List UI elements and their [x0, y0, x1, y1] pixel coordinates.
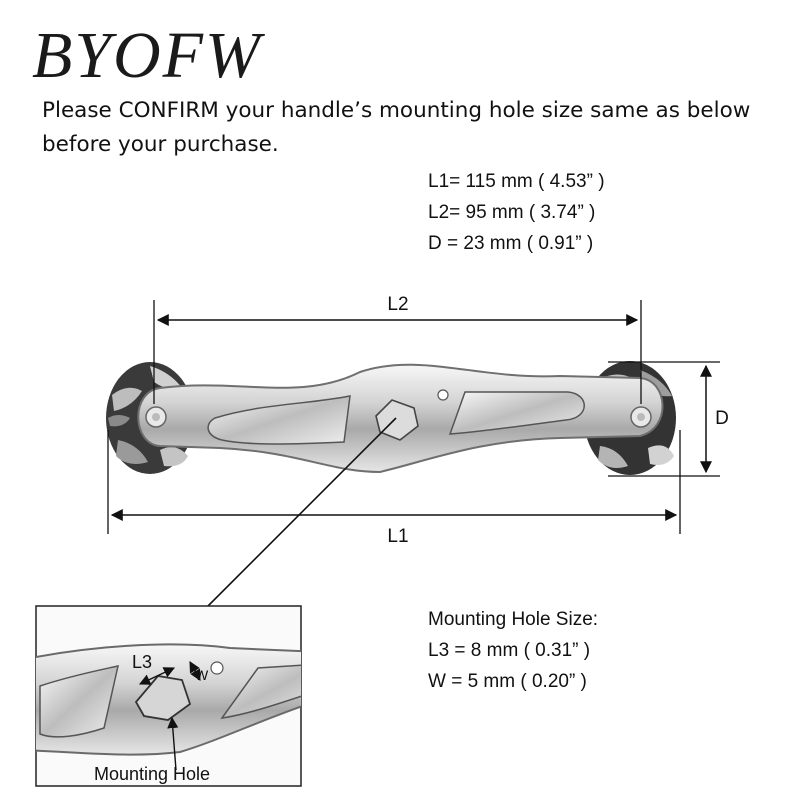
w-label: W — [195, 667, 209, 683]
leader-arrow — [189, 417, 397, 625]
spec-l2: L2= 95 mm ( 3.74” ) — [428, 202, 596, 223]
notice-line-2: before your purchase. — [42, 132, 279, 157]
dimension-l2: L2 — [153, 294, 642, 404]
hole-specs-title: Mounting Hole Size: — [428, 609, 599, 630]
hole-spec-l3: L3 = 8 mm ( 0.31” ) — [428, 640, 591, 661]
spec-d: D = 23 mm ( 0.91” ) — [428, 233, 594, 254]
confirmation-notice: Please CONFIRM your handle’s mounting ho… — [42, 94, 782, 162]
spec-l1: L1= 115 mm ( 4.53” ) — [428, 171, 605, 192]
d-label: D — [715, 408, 729, 429]
l1-label: L1 — [387, 526, 408, 547]
dimension-d: D — [608, 361, 729, 477]
mounting-hole-specs: Mounting Hole Size: L3 = 8 mm ( 0.31” ) … — [428, 604, 598, 697]
l2-label: L2 — [387, 294, 408, 315]
hole-spec-w: W = 5 mm ( 0.20” ) — [428, 671, 587, 692]
handle-illustration — [106, 361, 676, 475]
mounting-hole-zoom: L3 W Mounting Hole — [35, 605, 302, 787]
l3-label: L3 — [132, 652, 152, 672]
notice-line-1: Please CONFIRM your handle’s mounting ho… — [42, 98, 751, 123]
mounting-hole-callout: Mounting Hole — [94, 764, 210, 784]
brand-logo: BYOFW — [32, 19, 262, 92]
handle-dimension-specs: L1= 115 mm ( 4.53” ) L2= 95 mm ( 3.74” )… — [428, 166, 605, 259]
dimension-l1: L1 — [107, 430, 681, 547]
